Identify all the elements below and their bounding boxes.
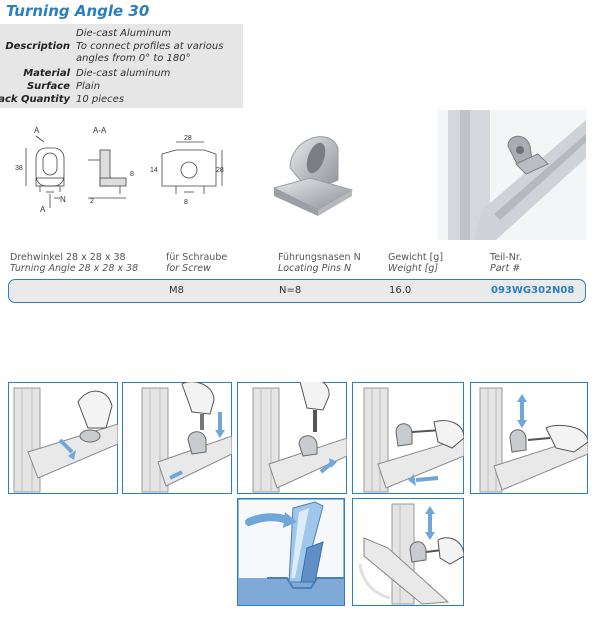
header-part: Teil-Nr. Part # [490,252,522,274]
spec-label: Pack Quantity [0,94,70,105]
cell-part-number: 093WG302N08 [491,285,575,296]
front-view: A 38 A N [15,126,66,212]
mounting-photo [438,110,586,240]
detail-panel [237,498,345,606]
spec-value: Die-cast aluminum [76,68,171,79]
header-en: Locating Pins N [278,263,352,274]
cell-pins: N=8 [279,285,302,296]
label-n: N [60,195,66,204]
dim-6: 8 [130,171,134,178]
header-de: Gewicht [g] [388,252,444,263]
spec-label: Description [5,41,70,52]
header-de: für Schraube [166,252,228,263]
spec-value: Plain [76,81,101,92]
step-panel-3 [237,382,347,494]
table-row: M8 N=8 16.0 093WG302N08 [8,279,586,303]
header-en: for Screw [166,263,211,274]
dim-14: 14 [150,167,158,174]
dim-2: 2 [90,198,94,205]
header-en: Turning Angle 28 x 28 x 38 [10,263,139,274]
step-panel-1 [8,382,118,494]
step-panel-6 [352,498,464,606]
spec-box: Die-cast Aluminum Description To connect… [0,24,243,108]
header-pins: Führungsnasen N Locating Pins N [278,252,361,274]
dim-8: 8 [184,199,188,206]
header-weight: Gewicht [g] Weight [g] [388,252,443,274]
dim-28-top: 28 [184,135,192,142]
section-view: A-A 2 8 [88,126,134,205]
header-en: Part # [490,263,521,274]
cell-screw: M8 [169,285,184,296]
page-title: Turning Angle 30 [6,2,150,20]
header-de: Teil-Nr. [490,252,522,263]
spec-value: To connect profiles at various angles fr… [76,41,224,64]
dim-38: 38 [15,165,23,172]
spec-label: Surface [26,81,70,92]
header-de: Führungsnasen N [278,252,361,263]
label-a-bottom: A [40,205,46,212]
header-turning-angle: Drehwinkel 28 x 28 x 38 Turning Angle 28… [10,252,138,274]
cell-weight: 16.0 [389,285,412,296]
top-view: 28 8 28 14 [150,135,224,206]
header-screw: für Schraube for Screw [166,252,227,274]
spec-value: Die-cast Aluminum [76,28,172,39]
spec-value: 10 pieces [76,94,125,105]
part-photo [260,118,360,228]
label-a: A [34,126,40,135]
label-aa: A-A [93,126,107,135]
technical-drawing: A 38 A N A-A 2 8 28 [0,120,228,212]
header-de: Drehwinkel 28 x 28 x 38 [10,252,126,263]
step-panel-2 [122,382,232,494]
dim-28-side: 28 [216,167,224,174]
spec-label: Material [23,68,70,79]
step-panel-5 [470,382,588,494]
header-en: Weight [g] [388,263,439,274]
step-panel-4 [352,382,464,494]
